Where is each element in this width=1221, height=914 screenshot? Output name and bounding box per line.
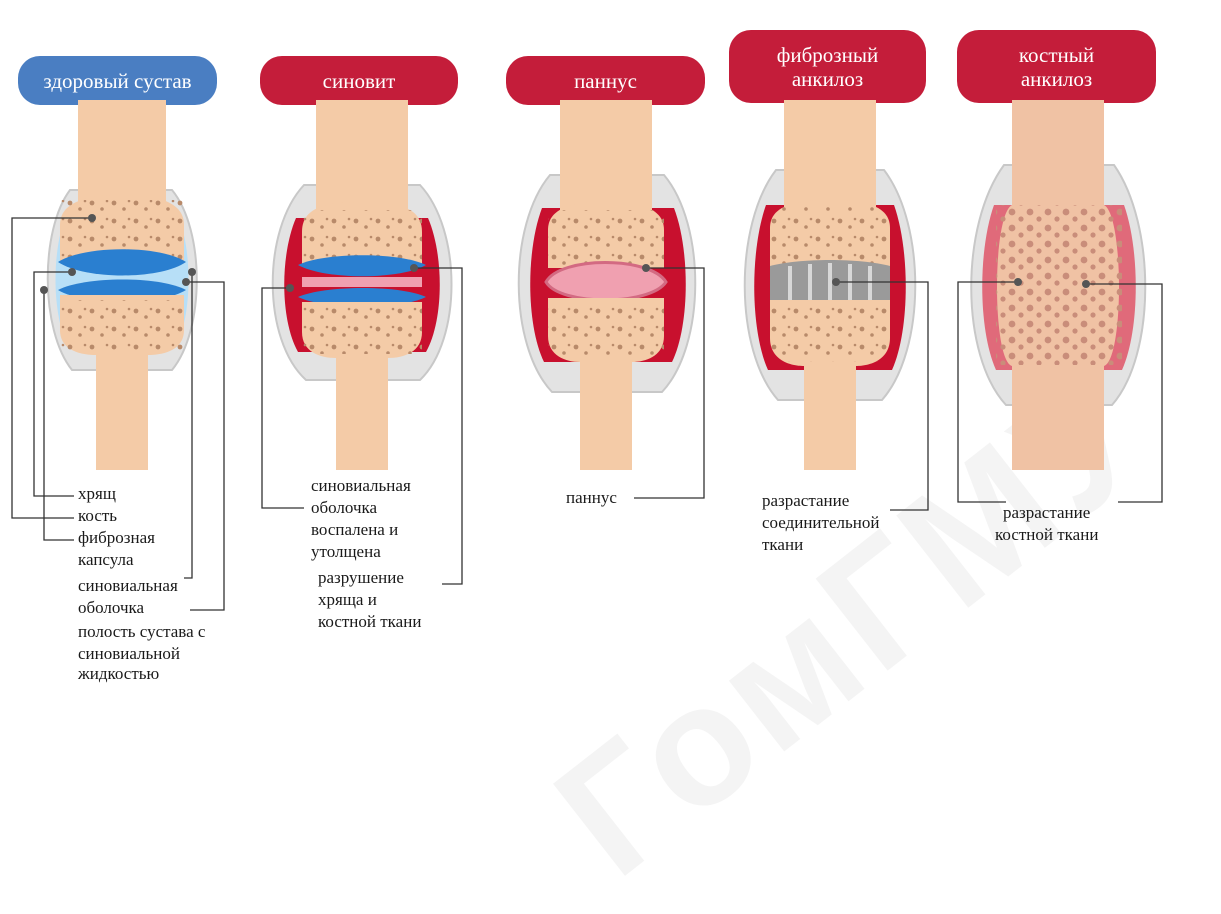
- label-fibrous-capsule-2: капсула: [78, 549, 134, 570]
- label-synovitis-5: разрушение: [318, 567, 404, 588]
- label-synovitis-6: хряща и: [318, 589, 377, 610]
- label-bone: кость: [78, 505, 117, 526]
- label-synovitis-1: синовиальная: [311, 475, 411, 496]
- joints-illustration: [0, 0, 1221, 682]
- joint-healthy: [48, 100, 197, 470]
- label-synovitis-3: воспалена и: [311, 519, 398, 540]
- label-bony-1: разрастание: [1003, 502, 1090, 523]
- label-pannus: паннус: [566, 487, 617, 508]
- label-joint-cavity-2: синовиальной: [78, 643, 180, 664]
- joint-synovitis: [273, 100, 452, 470]
- label-fibrous-1: разрастание: [762, 490, 849, 511]
- diagram-canvas: ГомГМУ здоровый сустав синовит паннус фи…: [0, 0, 1221, 682]
- joint-pannus: [519, 100, 696, 470]
- label-fibrous-capsule-1: фиброзная: [78, 527, 155, 548]
- label-bony-2: костной ткани: [995, 524, 1098, 545]
- label-fibrous-2: соединительной: [762, 512, 879, 533]
- label-synovitis-2: оболочка: [311, 497, 377, 518]
- label-joint-cavity-1: полость сустава с: [78, 621, 205, 642]
- label-joint-cavity-3: жидкостью: [78, 665, 159, 682]
- label-cartilage: хрящ: [78, 483, 116, 504]
- label-synovitis-4: утолщена: [311, 541, 381, 562]
- joint-bony-ankylosis: [971, 100, 1145, 470]
- label-fibrous-3: ткани: [762, 534, 803, 555]
- label-synovial-membrane-2: оболочка: [78, 597, 144, 618]
- joint-fibrous-ankylosis: [745, 100, 916, 470]
- label-synovial-membrane-1: синовиальная: [78, 575, 178, 596]
- label-synovitis-7: костной ткани: [318, 611, 421, 632]
